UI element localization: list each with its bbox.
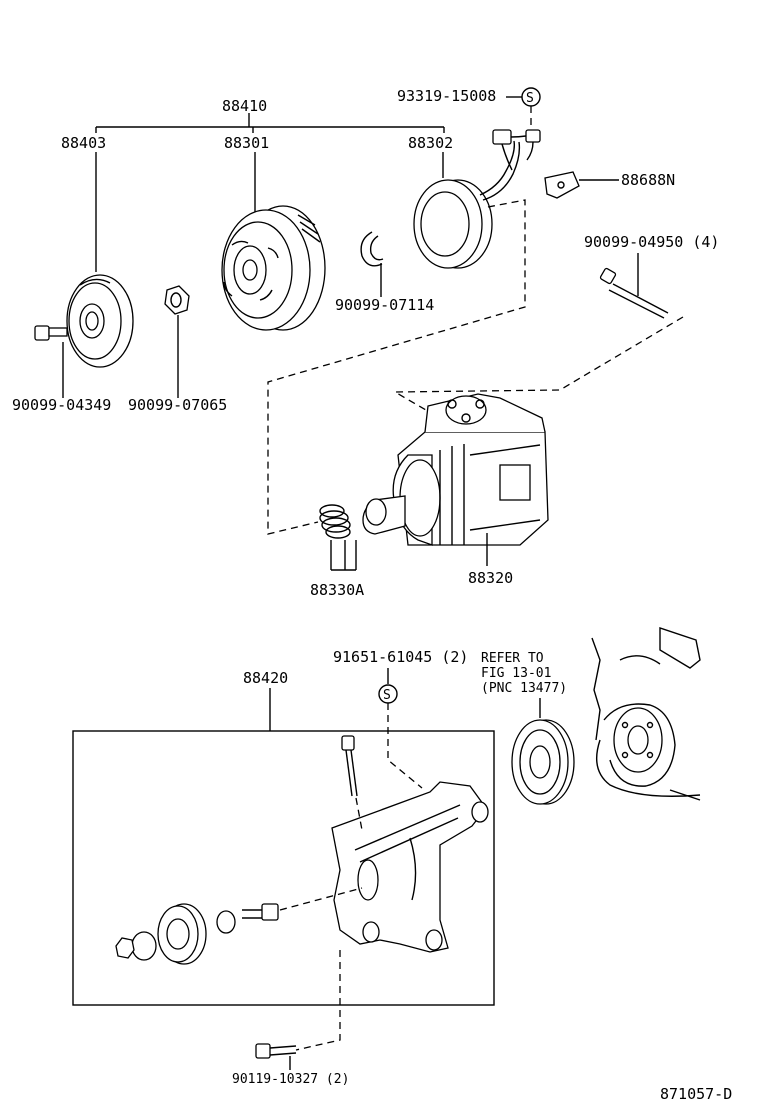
pulley-88301	[221, 205, 326, 331]
crank-pulley	[511, 719, 575, 805]
shim-90099-07065	[164, 285, 190, 315]
diagram-id: 871057-D	[660, 1085, 732, 1103]
label-88403: 88403	[61, 134, 106, 152]
label-90119-10327: 90119-10327 (2)	[232, 1072, 349, 1087]
label-90099-07114: 90099-07114	[335, 296, 434, 314]
mount-bolt-90119-10327	[255, 1043, 297, 1059]
field-coil-88302	[413, 140, 521, 269]
label-93319-15008: 93319-15008	[397, 87, 496, 105]
hub-bolt-90099-04349	[34, 325, 68, 341]
label-88302: 88302	[408, 134, 453, 152]
label-88320: 88320	[468, 569, 513, 587]
label-88420: 88420	[243, 669, 288, 687]
label-refer-to: REFER TO	[481, 651, 544, 666]
s-mark-top: S	[521, 87, 541, 107]
idler-bolt	[242, 903, 279, 921]
bracket-88420	[331, 781, 489, 953]
label-90099-07065: 90099-07065	[128, 396, 227, 414]
label-88301: 88301	[224, 134, 269, 152]
svg-text:S: S	[526, 91, 534, 106]
clutch-hub-88403	[66, 274, 134, 368]
bolt-90099-04950	[599, 267, 669, 319]
label-88688N: 88688N	[621, 171, 675, 189]
engine-block	[591, 627, 701, 801]
s-mark-bottom: S	[378, 684, 398, 704]
label-88330A: 88330A	[310, 581, 364, 599]
snap-ring-90099-07114	[360, 231, 384, 267]
label-91651-61045: 91651-61045 (2)	[333, 648, 468, 666]
bracket-88688N	[544, 171, 580, 199]
valve-88330A	[319, 504, 351, 539]
svg-text:S: S	[383, 688, 391, 703]
label-90099-04349: 90099-04349	[12, 396, 111, 414]
compressor-88320	[362, 393, 549, 546]
connector-88302	[492, 129, 541, 171]
label-90099-04950: 90099-04950 (4)	[584, 233, 719, 251]
stud-bolt-91651	[341, 735, 358, 797]
label-pnc-13477: (PNC 13477)	[481, 681, 567, 696]
label-fig-13-01: FIG 13-01	[481, 666, 551, 681]
label-88410: 88410	[222, 97, 267, 115]
idler-pulley	[115, 903, 236, 965]
bracket-assy-frame	[72, 730, 495, 1006]
